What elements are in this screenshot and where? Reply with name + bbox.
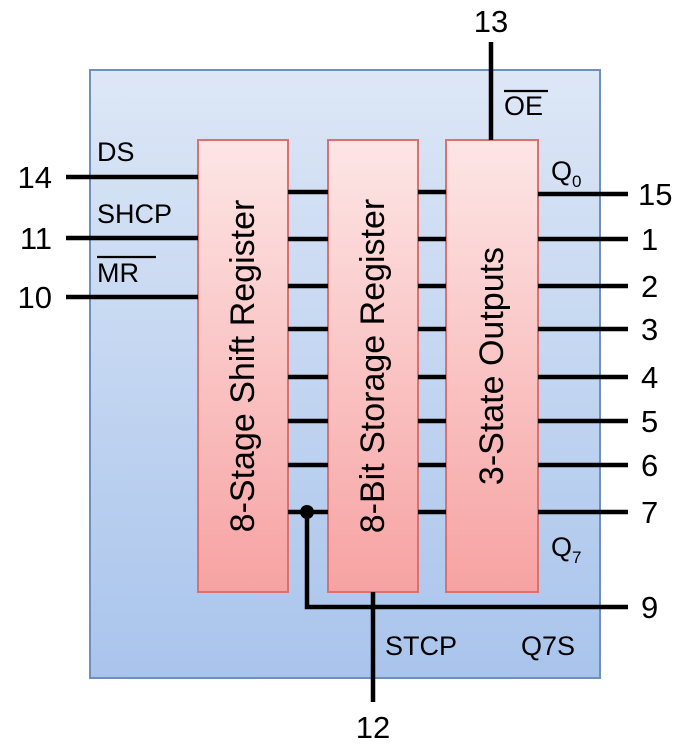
q7s-label: Q7S [521, 631, 575, 661]
ds-pin-number: 14 [18, 160, 52, 195]
q7-label: Q7 [551, 532, 581, 567]
output-wires [538, 191, 628, 515]
output-pin-number: 7 [641, 495, 658, 530]
shift-register-label: 8-Stage Shift Register [224, 200, 262, 533]
mr-pin-number: 10 [18, 280, 52, 315]
ds-label: DS [97, 137, 135, 167]
q0-subscript: 0 [572, 172, 581, 191]
q7s-junction-dot [300, 505, 314, 519]
output-pin-number: 3 [641, 312, 658, 347]
q0-label: Q0 [551, 156, 581, 191]
shift-to-storage-bus [288, 189, 328, 515]
output-pin-number: 15 [638, 177, 672, 212]
q7-letter: Q [551, 532, 572, 562]
storage-register-block [327, 139, 419, 593]
outputs-block [445, 139, 539, 593]
q7-subscript: 7 [572, 548, 581, 567]
output-pin-number: 4 [641, 360, 658, 395]
shift-register-block [197, 139, 289, 593]
mr-label: MR [97, 258, 139, 288]
outputs-label: 3-State Outputs [473, 247, 511, 485]
output-pin-number: 1 [641, 222, 658, 257]
oe-label: OE [504, 91, 543, 121]
output-pin-number: 6 [641, 448, 658, 483]
oe-pin-number: 13 [474, 4, 508, 39]
shcp-pin-number: 11 [20, 221, 52, 256]
q0-letter: Q [551, 156, 572, 186]
storage-register-label: 8-Bit Storage Register [354, 199, 392, 534]
output-pin-number: 5 [641, 404, 658, 439]
stcp-pin-number: 12 [356, 710, 390, 745]
storage-to-outputs-bus [418, 189, 446, 515]
stcp-label: STCP [385, 631, 457, 661]
shcp-label: SHCP [97, 199, 172, 229]
q7s-pin-number: 9 [641, 590, 658, 625]
output-pin-number: 2 [641, 269, 658, 304]
q7s-wire [304, 512, 628, 610]
